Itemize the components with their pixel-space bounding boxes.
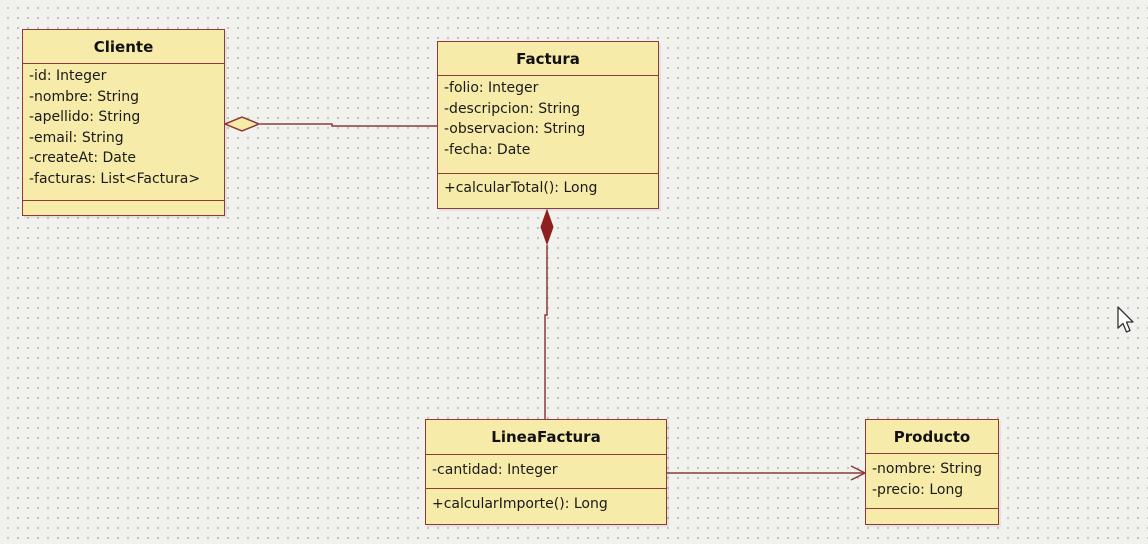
class-name: Cliente (23, 30, 224, 64)
association-open-arrowhead-icon (850, 465, 867, 481)
method: +calcularTotal(): Long (444, 180, 598, 196)
attribute: -email: String (29, 129, 124, 146)
attribute: -nombre: String (872, 461, 983, 477)
class-name: Factura (438, 42, 658, 76)
methods-compartment (866, 509, 998, 523)
attributes-compartment: -folio: Integer -descripcion: String -ob… (438, 76, 658, 174)
attribute: -apellido: String (29, 109, 141, 125)
composition-filled-diamond-icon (540, 208, 554, 246)
attribute: -createAt: Date (29, 150, 136, 166)
mouse-pointer-icon (1117, 306, 1134, 333)
class-name: Producto (866, 420, 998, 454)
class-cliente[interactable]: Cliente -id: Integer -nombre: String -ap… (22, 29, 225, 216)
attribute: -fecha: Date (444, 141, 531, 158)
attributes-compartment: -cantidad: Integer (426, 455, 666, 489)
association-lineafactura-producto[interactable] (667, 465, 867, 481)
attribute: -precio: Long (872, 481, 964, 498)
attribute: -facturas: List<Factura> (29, 170, 201, 187)
method: +calcularImporte(): Long (432, 496, 608, 512)
attribute: -folio: Integer (444, 80, 539, 96)
class-producto[interactable]: Producto -nombre: String -precio: Long (865, 419, 999, 525)
class-name: LineaFactura (426, 420, 666, 455)
attribute: -nombre: String (29, 88, 140, 105)
methods-compartment: +calcularImporte(): Long (426, 489, 666, 523)
attribute: -cantidad: Integer (432, 462, 558, 478)
class-lineafactura[interactable]: LineaFactura -cantidad: Integer +calcula… (425, 419, 667, 525)
methods-compartment: +calcularTotal(): Long (438, 174, 658, 207)
attributes-compartment: -nombre: String -precio: Long (866, 454, 998, 509)
attribute: -descripcion: String (444, 100, 581, 117)
methods-compartment (23, 201, 224, 214)
attribute: -observacion: String (444, 121, 586, 137)
aggregation-hollow-diamond-icon (223, 116, 261, 132)
class-factura[interactable]: Factura -folio: Integer -descripcion: St… (437, 41, 659, 209)
composition-factura-lineafactura[interactable] (540, 208, 554, 419)
attributes-compartment: -id: Integer -nombre: String -apellido: … (23, 64, 224, 201)
aggregation-cliente-factura[interactable] (223, 116, 437, 132)
attribute: -id: Integer (29, 68, 107, 84)
